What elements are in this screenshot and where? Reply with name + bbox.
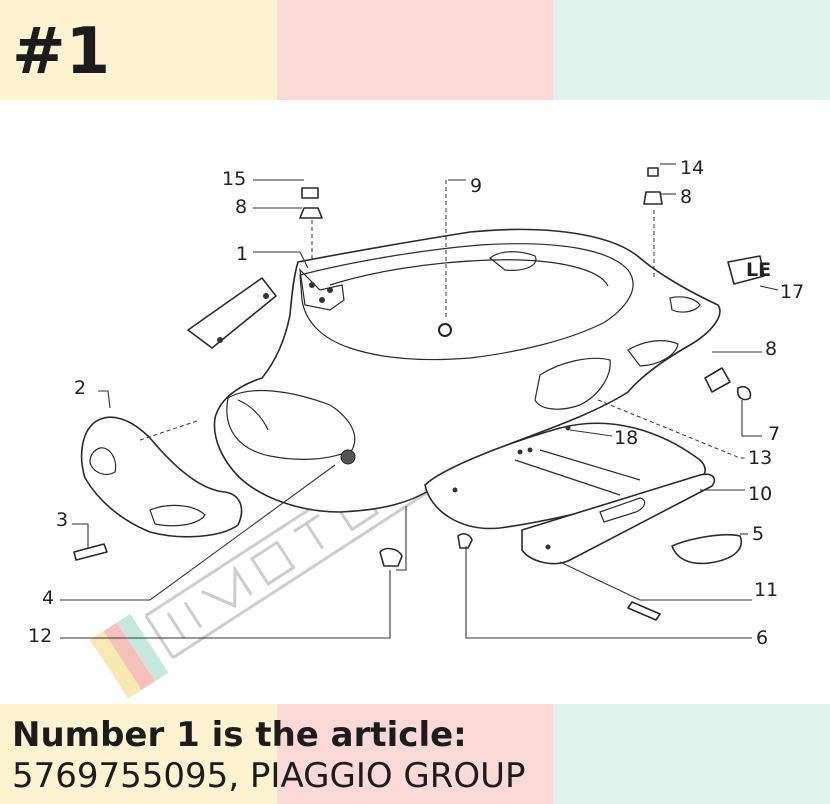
le-tag-label: LE xyxy=(746,259,771,281)
callout-labels: 15 8 1 9 14 8 17 8 7 18 13 10 5 11 6 2 3… xyxy=(28,157,804,649)
band-yellow xyxy=(0,704,277,804)
leg-shield-body xyxy=(213,228,721,513)
leader-lines xyxy=(60,163,779,639)
callout-8-right: 8 xyxy=(765,338,777,360)
header-color-band xyxy=(0,0,830,100)
reflector xyxy=(671,533,742,565)
callout-17: 17 xyxy=(780,281,804,303)
callout-3: 3 xyxy=(56,509,68,531)
fasteners xyxy=(73,167,765,621)
callout-5: 5 xyxy=(752,523,764,545)
callout-13: 13 xyxy=(748,447,772,469)
parts-diagram: LE 15 8 1 9 14 8 17 8 7 18 13 10 5 11 6 … xyxy=(28,157,804,699)
side-panel-bracket xyxy=(187,277,277,349)
le-tag: LE xyxy=(746,259,771,281)
callout-7: 7 xyxy=(768,423,780,445)
callout-8-left: 8 xyxy=(235,196,247,218)
callout-11: 11 xyxy=(754,579,778,601)
band-pink xyxy=(276,704,554,804)
callout-12: 12 xyxy=(28,625,52,647)
callout-1: 1 xyxy=(236,243,248,265)
footer-color-band xyxy=(0,704,830,804)
floor-panel xyxy=(424,422,706,530)
callout-14: 14 xyxy=(680,157,704,179)
callout-15: 15 xyxy=(222,168,246,190)
grill-cover xyxy=(521,473,716,565)
band-mint xyxy=(553,704,830,804)
article-caption: Number 1 is the article: xyxy=(12,715,467,755)
band-mint xyxy=(553,0,830,100)
page-title: #1 xyxy=(12,15,111,89)
callout-8-top-right: 8 xyxy=(680,186,692,208)
callout-9: 9 xyxy=(470,175,482,197)
callout-4: 4 xyxy=(42,587,54,609)
callout-6: 6 xyxy=(756,627,768,649)
band-pink xyxy=(276,0,554,100)
article-number: 5769755095, PIAGGIO GROUP xyxy=(12,756,526,796)
callout-18: 18 xyxy=(614,427,638,449)
lower-front-cover xyxy=(80,416,243,538)
callout-10: 10 xyxy=(748,483,772,505)
band-yellow xyxy=(0,0,277,100)
callout-2: 2 xyxy=(74,377,86,399)
